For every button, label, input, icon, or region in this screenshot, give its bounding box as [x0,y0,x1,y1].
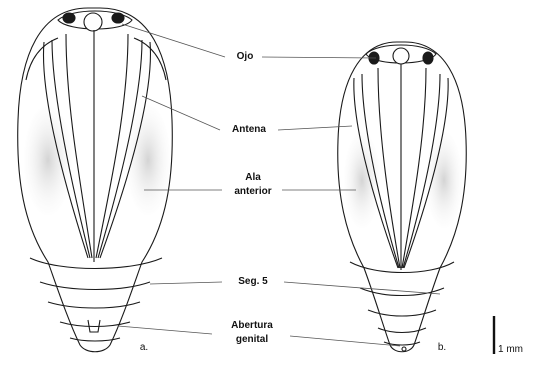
label-seg: Seg. 5 [222,276,284,288]
leader-antena-b [278,126,352,130]
pupa-a [18,8,173,352]
pupa-a-eye-left [63,13,75,23]
scale-bar-label: 1 mm [498,344,536,356]
pupa-a-head-knob [84,13,102,31]
pupa-b-wing-shade-right [426,132,462,228]
pupa-a-eye-right [112,13,124,23]
label-abertura-line1: Abertura [214,320,290,332]
pupa-b [338,42,467,352]
leader-ojo-a [122,24,225,57]
leader-abertura-a [118,326,212,334]
leader-abertura-b [290,336,400,346]
pupa-a-wing-shade-left [24,105,72,215]
label-abertura-line2: genital [214,334,290,346]
pupa-b-vein-left [378,68,400,268]
label-ala-line2: anterior [222,186,284,198]
leader-seg-b [284,282,440,294]
label-ojo: Ojo [228,51,262,63]
label-ala-line1: Ala [224,172,282,184]
pupa-b-eye-right [423,52,433,64]
panel-label-b: b. [432,342,452,354]
label-antena: Antena [218,124,280,136]
leader-seg-a [150,282,222,284]
panel-label-a: a. [134,342,154,354]
leader-ojo-b [262,57,376,58]
pupa-b-head-knob [393,48,409,64]
pupa-b-genital-pore [402,347,406,351]
